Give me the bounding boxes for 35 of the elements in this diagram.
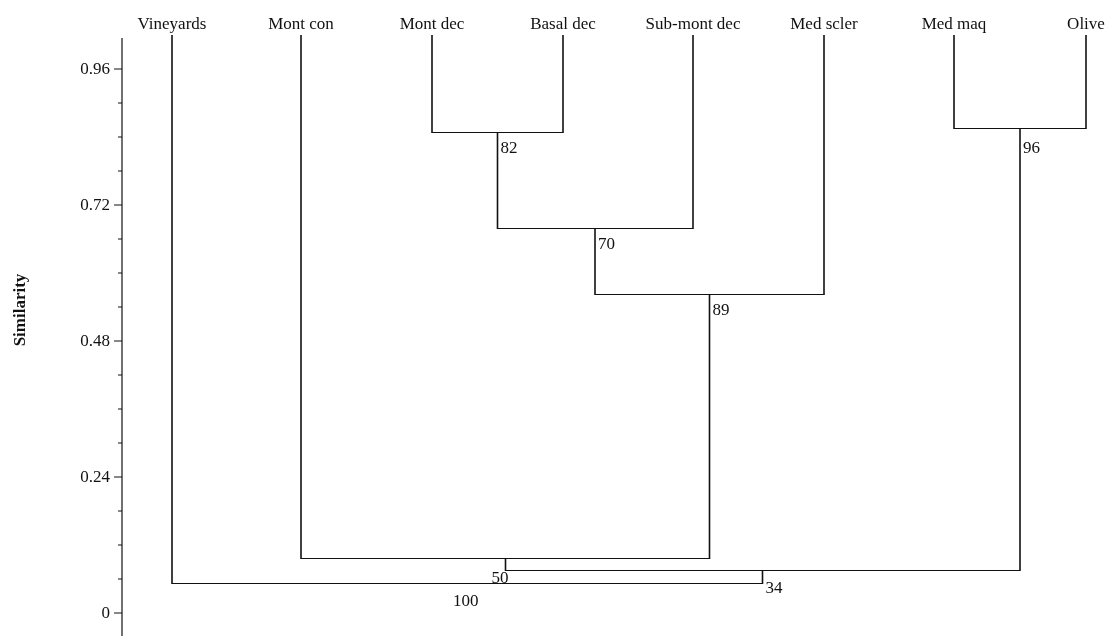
leaf-label: Basal dec — [530, 13, 596, 35]
axis-title: Similarity — [10, 272, 30, 349]
branch-line — [496, 131, 499, 230]
branch-line — [761, 569, 764, 585]
bootstrap-value: 50 — [491, 569, 509, 587]
branch-line — [594, 227, 596, 296]
tick-label: 0.24 — [79, 468, 110, 486]
tick-label: 0.72 — [79, 196, 110, 214]
branch-line — [300, 34, 302, 560]
branch-line — [1019, 127, 1021, 572]
branch-line — [504, 557, 507, 572]
bootstrap-value: 96 — [1023, 139, 1040, 157]
branch-line — [708, 293, 711, 560]
branch-line — [823, 34, 825, 296]
leaf-label: Sub-mont dec — [645, 13, 741, 35]
tick-label: 0.96 — [79, 60, 110, 78]
leaf-label: Vineyards — [137, 13, 207, 35]
leaf-label: Olive — [1067, 13, 1105, 35]
bootstrap-value: 34 — [765, 579, 783, 597]
branch-line — [953, 34, 955, 130]
leaf-label: Med maq — [921, 13, 987, 35]
leaf-label: Mont con — [268, 13, 334, 35]
leaf-label: Med scler — [790, 13, 858, 35]
branch-line — [431, 34, 433, 134]
branch-line — [171, 34, 173, 585]
branch-line — [1085, 34, 1087, 130]
branch-line — [562, 34, 564, 134]
leaf-label: Mont dec — [399, 13, 465, 35]
branch-line — [692, 34, 694, 230]
tick-label: 0.48 — [79, 332, 110, 350]
bootstrap-value: 89 — [712, 301, 730, 319]
bootstrap-value: 82 — [500, 139, 518, 157]
bootstrap-value: 70 — [598, 235, 615, 253]
tick-label: 0 — [100, 604, 110, 622]
bootstrap-value: 100 — [453, 592, 479, 610]
